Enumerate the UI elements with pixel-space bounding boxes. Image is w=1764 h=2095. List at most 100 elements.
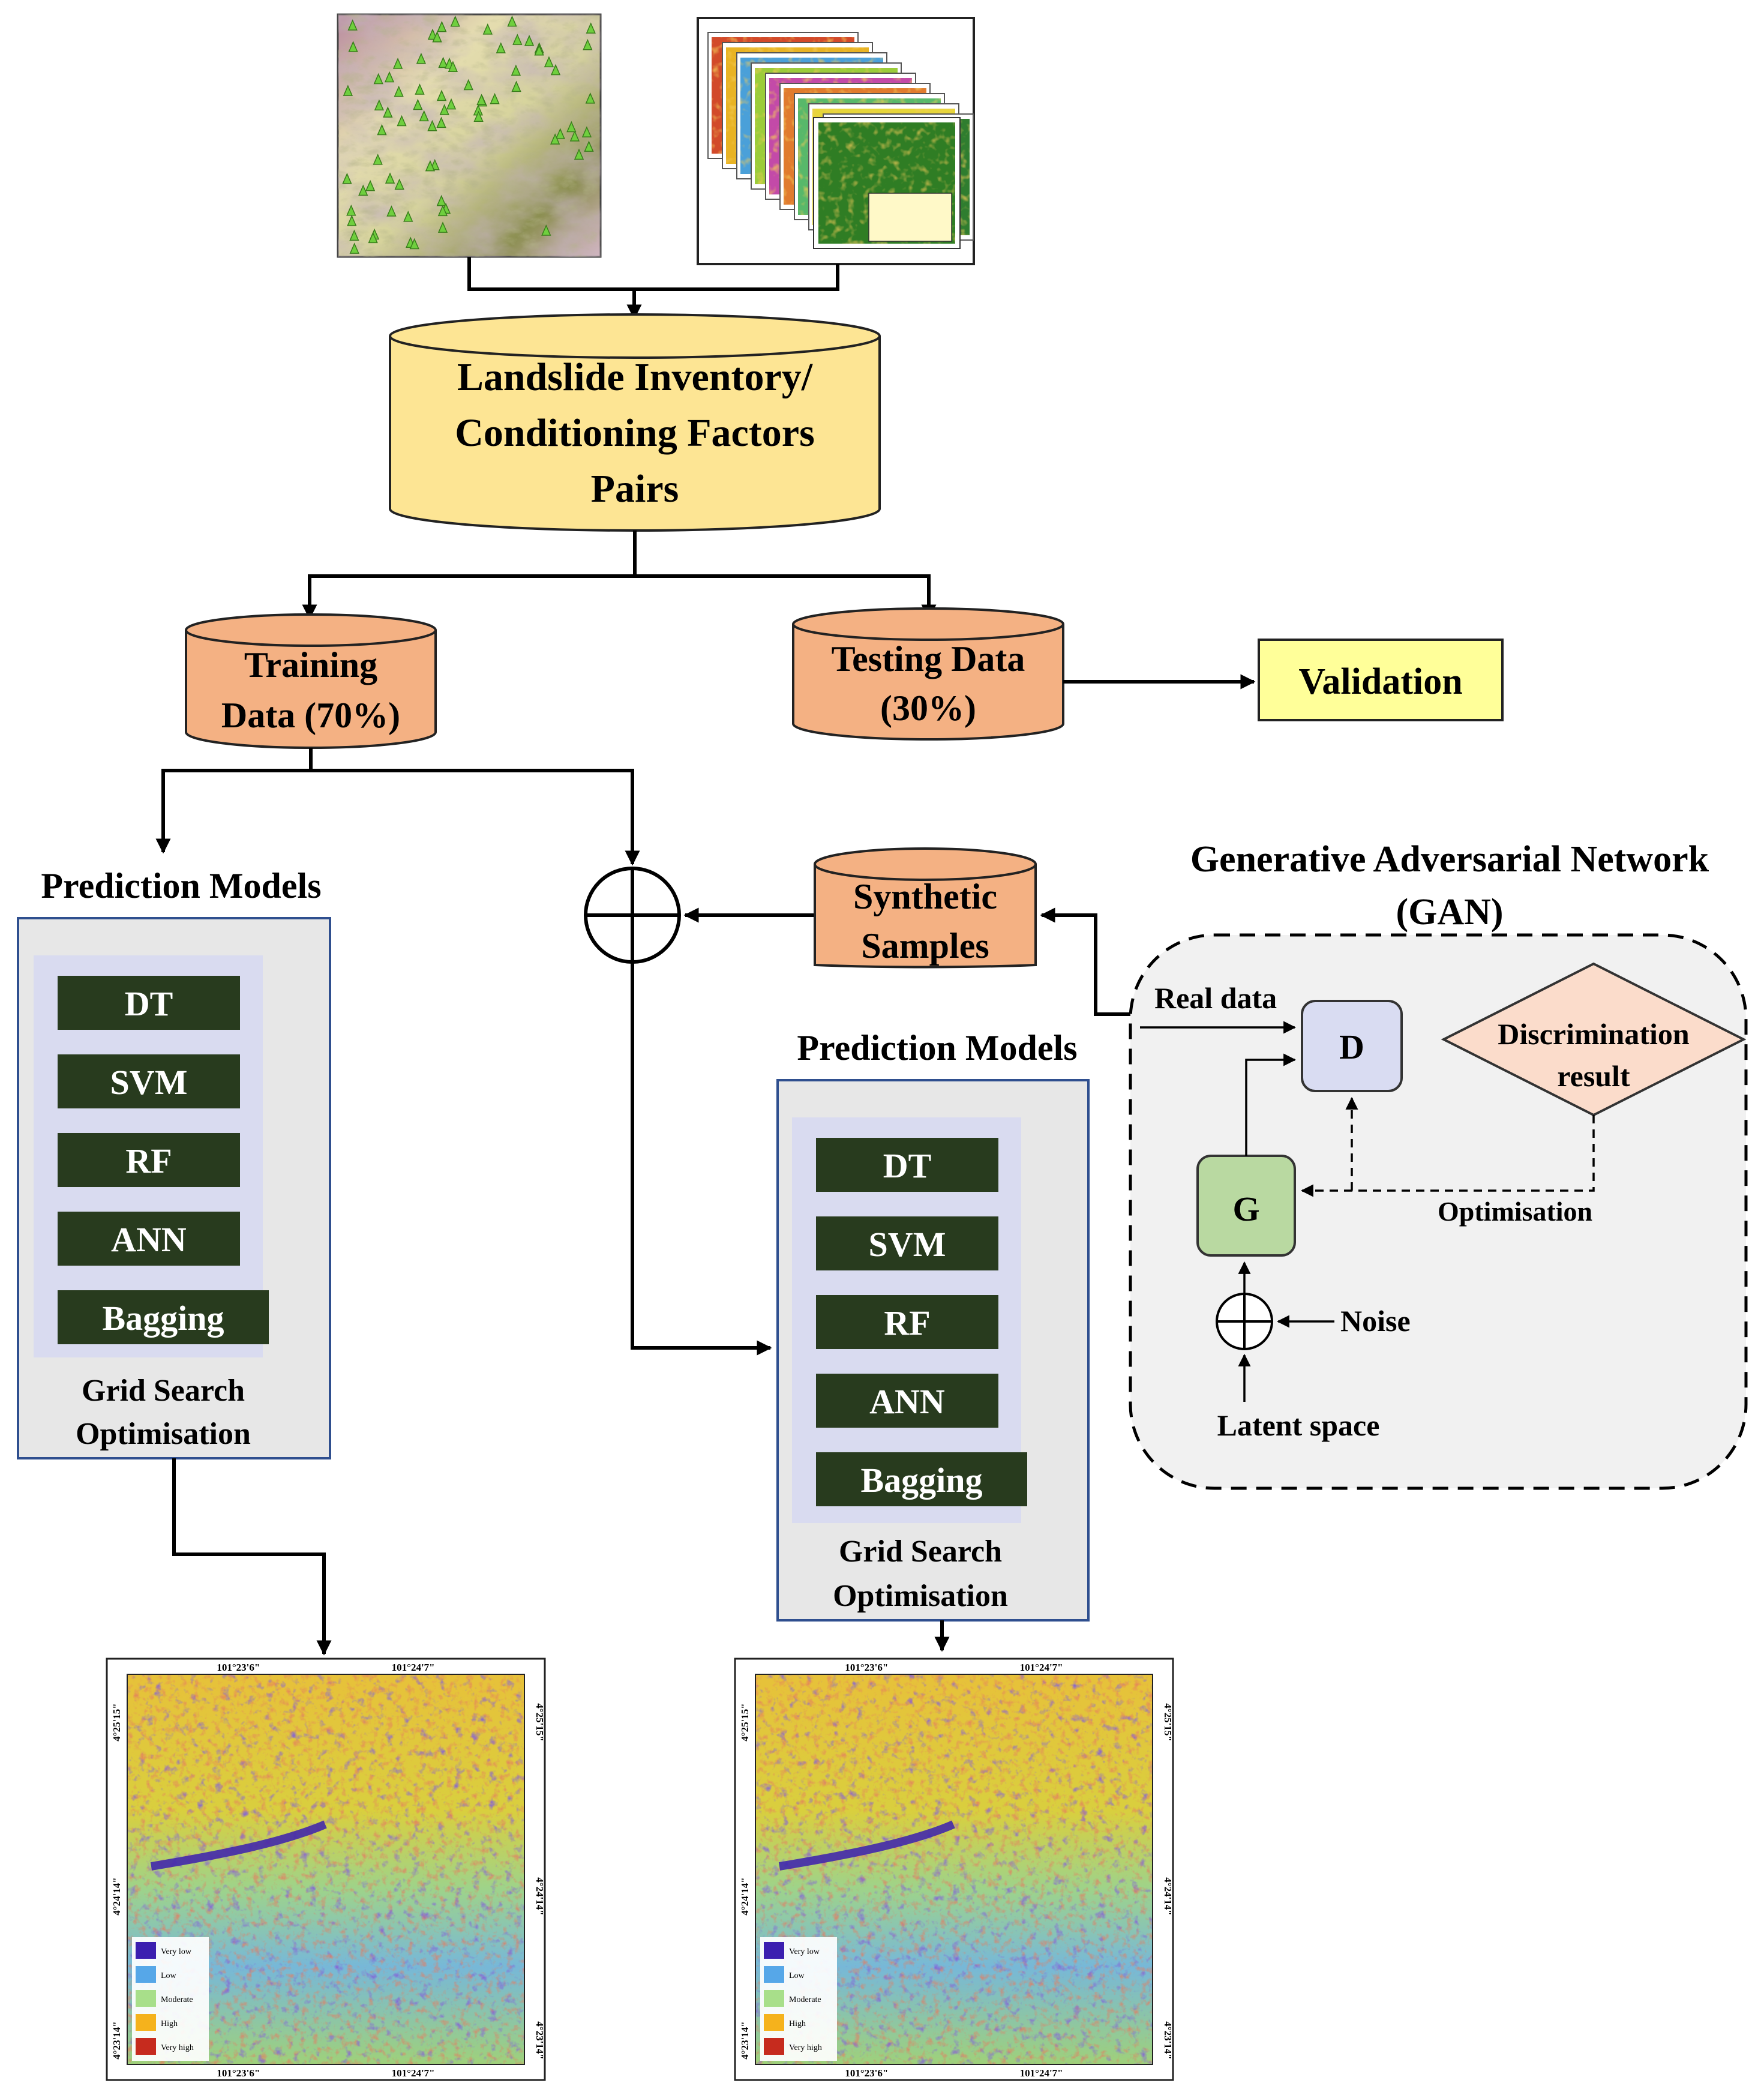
gan-title-line1: Generative Adversarial Network — [1190, 839, 1709, 880]
landslide-point-marker — [534, 44, 544, 56]
inventory-label-line1: Landslide Inventory/ — [457, 355, 814, 399]
dem-landslide-inventory-image — [337, 13, 602, 258]
inventory-cylinder: Landslide Inventory/ Conditioning Factor… — [389, 313, 881, 532]
left-panel-title: Prediction Models — [41, 866, 321, 906]
right-model-label-bagging: Bagging — [860, 1461, 982, 1500]
map-legend-label: High — [789, 2019, 806, 2028]
map-valley-band — [778, 1820, 955, 1871]
landslide-point-marker — [550, 64, 561, 76]
landslide-point-marker — [512, 34, 523, 45]
map-left-tick: 4°24'14" — [111, 1877, 122, 1915]
map-legend-label: Very high — [789, 2043, 822, 2052]
landslide-point-marker — [439, 104, 449, 115]
landslide-point-marker — [448, 61, 458, 72]
map-bottom-tick: 101°23'6" — [217, 2067, 260, 2079]
landslide-point-marker — [342, 172, 352, 184]
right-model-svm — [816, 1216, 998, 1270]
map-left-tick: 4°25'15" — [739, 1703, 751, 1741]
left-model-bagging — [58, 1290, 269, 1344]
landslide-point-marker — [385, 172, 395, 184]
generator-box: G — [1196, 1155, 1296, 1257]
landslide-point-marker — [358, 184, 368, 196]
right-grid-search-line2: Optimisation — [833, 1579, 1008, 1613]
map-right-tick: 4°23'14" — [1162, 2021, 1174, 2059]
map-right-tick: 4°24'14" — [1162, 1877, 1174, 1915]
landslide-point-marker — [413, 98, 423, 110]
landslide-point-marker — [574, 148, 584, 160]
inventory-label-line3: Pairs — [591, 467, 679, 511]
landslide-point-marker — [507, 15, 517, 27]
landslide-point-marker — [473, 110, 484, 122]
map-legend-label: Very high — [161, 2043, 194, 2052]
landslide-point-marker — [436, 116, 446, 128]
map-legend-swatch — [136, 1942, 156, 1959]
landslide-point-marker — [346, 204, 356, 216]
landslide-point-marker — [365, 179, 376, 191]
right-model-label-svm: SVM — [869, 1225, 946, 1264]
map-legend-swatch — [136, 1990, 156, 2007]
discriminator-label: D — [1339, 1027, 1364, 1066]
landslide-point-marker — [347, 19, 358, 31]
landslide-point-marker — [581, 126, 592, 137]
landslide-point-marker — [373, 154, 383, 165]
right-model-bagging — [816, 1452, 1027, 1506]
landslide-point-marker — [427, 119, 437, 131]
synthetic-samples-cylinder: Synthetic Samples — [814, 847, 1037, 969]
gan-title-line2: (GAN) — [1396, 892, 1503, 933]
map-legend-label: Moderate — [161, 1995, 193, 2004]
landslide-point-marker — [373, 73, 383, 85]
map-legend-label: Very low — [161, 1947, 192, 1956]
landslide-point-marker — [463, 79, 473, 91]
map-legend-swatch — [764, 1942, 784, 1959]
landslide-point-marker — [392, 58, 403, 69]
training-data-cylinder: Training Data (70%) — [185, 613, 437, 749]
landslide-point-marker — [511, 80, 521, 92]
right-panel-title: Prediction Models — [797, 1028, 1077, 1068]
landslide-point-marker — [384, 71, 395, 83]
landslide-point-marker — [511, 64, 521, 76]
left-model-label-ann: ANN — [111, 1220, 187, 1259]
map-legend-swatch — [764, 2014, 784, 2031]
landslide-point-marker — [374, 99, 385, 111]
training-label-line1: Training — [244, 645, 377, 685]
front-factor-map-legend — [868, 193, 952, 242]
landslide-point-marker — [377, 124, 387, 136]
landslide-point-marker — [437, 205, 448, 217]
testing-label-line2: (30%) — [880, 688, 976, 728]
map-legend-label: Very low — [789, 1947, 820, 1956]
landslide-point-marker — [349, 242, 359, 254]
testing-label-line1: Testing Data — [832, 639, 1025, 679]
landslide-point-marker — [436, 194, 446, 206]
right-model-dt — [816, 1138, 998, 1192]
map-left-tick: 4°23'14" — [739, 2021, 751, 2059]
map-legend-swatch — [764, 1990, 784, 2007]
testing-data-cylinder: Testing Data (30%) — [792, 607, 1064, 741]
landslide-point-marker — [437, 20, 447, 32]
left-model-ann — [58, 1212, 240, 1266]
map-legend-label: High — [161, 2019, 178, 2028]
combine-operator-circle — [584, 867, 681, 964]
landslide-point-marker — [432, 31, 442, 43]
map-legend-label: Moderate — [789, 1995, 821, 2004]
discriminator-box: D — [1301, 1000, 1403, 1092]
map-bottom-tick: 101°23'6" — [845, 2067, 888, 2079]
right-model-ann — [816, 1374, 998, 1428]
validation-label: Validation — [1298, 661, 1462, 702]
map-right-tick: 4°25'15" — [1162, 1703, 1174, 1741]
synthetic-label-line2: Samples — [861, 926, 989, 966]
left-model-svm — [58, 1054, 240, 1108]
map-legend-label: Low — [161, 1971, 177, 1980]
result-label-line1: Discrimination — [1498, 1017, 1690, 1051]
landslide-point-marker — [585, 92, 595, 104]
map-bottom-tick: 101°24'7" — [392, 2067, 435, 2079]
map-top-tick: 101°24'7" — [1020, 1662, 1063, 1673]
landslide-point-marker — [541, 224, 551, 236]
landslide-point-marker — [347, 215, 357, 226]
training-label-line2: Data (70%) — [221, 696, 400, 735]
right-model-label-dt: DT — [883, 1146, 932, 1185]
map-top-tick: 101°23'6" — [845, 1662, 888, 1673]
map-legend-swatch — [136, 2014, 156, 2031]
gan-real-data-label: Real data — [1154, 981, 1277, 1015]
